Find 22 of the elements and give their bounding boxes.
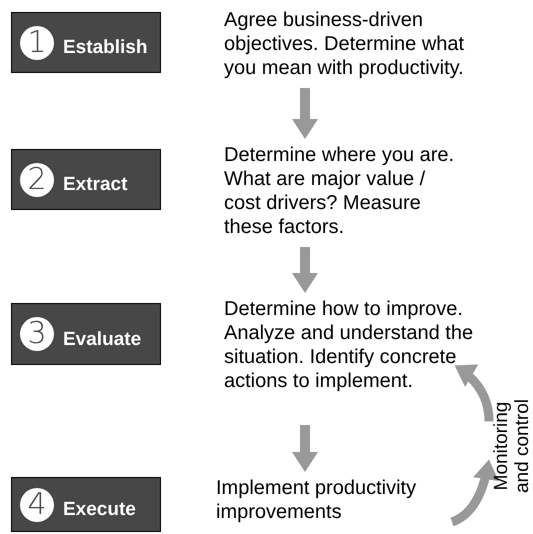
step-box	[11, 303, 161, 365]
arrow	[452, 362, 494, 422]
step-description: Implement productivity improvements	[216, 476, 418, 524]
step-description: Determine how to improve. Analyze and understand the situation. Identify concrete actions to implement.	[224, 297, 474, 393]
step-box	[11, 477, 161, 532]
step-title: Evaluate	[63, 328, 142, 352]
step-box	[11, 149, 161, 210]
step-box	[11, 12, 161, 73]
step-number: 1	[20, 26, 54, 60]
step-number: 4	[20, 488, 54, 522]
arrow	[292, 88, 318, 139]
step-title: Execute	[63, 498, 136, 522]
cycle-label: Monitoring and control	[491, 398, 533, 496]
step-number: 3	[20, 317, 54, 351]
step-title: Establish	[63, 36, 148, 60]
arrow	[292, 247, 318, 293]
arrow	[450, 458, 498, 526]
step-description: Agree business-driven objectives. Determine what you mean with productivity.	[224, 8, 466, 80]
step-number: 2	[20, 162, 54, 196]
arrow	[292, 425, 318, 472]
step-title: Extract	[63, 173, 128, 198]
step-description: Determine where you are. What are major value / cost drivers? Measure these factors.	[224, 143, 456, 239]
